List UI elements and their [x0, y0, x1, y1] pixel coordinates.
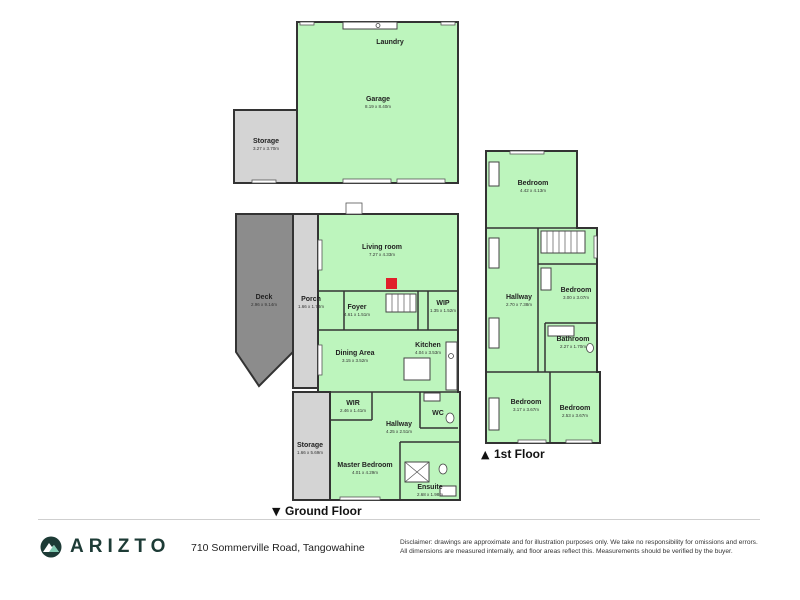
- room-name: Laundry: [376, 39, 404, 46]
- toilet-icon: [438, 463, 448, 475]
- bathtub: [547, 325, 575, 337]
- room-dims: 2.68 x 1.98m: [417, 492, 443, 497]
- room-dims: 8.19 x 8.40m: [365, 104, 391, 109]
- room-dims: 2.46 x 1.41m: [340, 408, 366, 413]
- room-dims: 1.35 x 1.52m: [430, 308, 456, 313]
- sink-icon: [375, 23, 381, 28]
- room-name: Storage: [253, 138, 279, 145]
- room-dims: 4.42 x 4.13m: [520, 188, 546, 193]
- french-doors-icon: [345, 202, 363, 215]
- toilet-icon: [586, 343, 594, 353]
- wardrobe: [488, 161, 500, 187]
- first-stairs: [540, 230, 586, 254]
- room-name: Living room: [362, 244, 402, 251]
- location-marker: [386, 278, 397, 289]
- room-dims: 3.00 x 3.07m: [563, 295, 589, 300]
- room-name: WIP: [436, 300, 450, 307]
- vanity: [423, 392, 441, 402]
- room-name: Bedroom: [560, 405, 591, 412]
- room-dims: 2.53 x 3.67m: [562, 413, 588, 418]
- room-name: Hallway: [386, 421, 412, 428]
- room-name: Bathroom: [556, 336, 589, 343]
- garage-block: [233, 21, 459, 184]
- room-dims: 7.27 x 4.33m: [369, 252, 395, 257]
- up-arrow-icon: ▲: [481, 448, 490, 461]
- room-dims: 4.04 x 3.53m: [415, 350, 441, 355]
- ensuite-vanity: [439, 485, 457, 497]
- room-name: Dining Area: [335, 350, 374, 357]
- disclaimer-line: Disclaimer: drawings are approximate and…: [400, 539, 758, 546]
- room-dims: 2.27 x 1.70m: [560, 344, 586, 349]
- room-dims: 4.01 x 4.29m: [352, 470, 378, 475]
- disclaimer: Disclaimer: drawings are approximate and…: [400, 538, 772, 556]
- room-name: Storage: [297, 442, 323, 449]
- room-name: Deck: [256, 294, 273, 301]
- floor-plan: Laundry Garage 8.19 x 8.40m Storage 3.27…: [233, 21, 601, 518]
- room-name: Hallway: [506, 294, 532, 301]
- room-dims: 2.70 x 7.38m: [506, 302, 532, 307]
- room-dims: 1.66 x 1.73m: [298, 304, 324, 309]
- room-name: Bedroom: [561, 287, 592, 294]
- room-name: WC: [432, 410, 444, 417]
- laundry-bench: [342, 21, 398, 30]
- ground-stairs: [385, 293, 417, 313]
- garage-shape: [296, 21, 459, 184]
- first-floor: [485, 150, 601, 444]
- room-name: Foyer: [347, 304, 366, 311]
- arizto-logo-icon: [40, 536, 62, 558]
- property-address: 710 Sommerville Road, Tangowahine: [191, 542, 365, 554]
- room-dims: 1.66 x 5.69m: [297, 450, 323, 455]
- wardrobe: [540, 267, 552, 291]
- storage-ground-shape: [292, 391, 331, 501]
- room-dims: 4.61 x 1.51m: [344, 312, 370, 317]
- wardrobe: [488, 397, 500, 431]
- toilet-icon: [445, 412, 455, 424]
- deck-shape: [235, 213, 294, 388]
- wardrobe: [488, 317, 500, 349]
- brand-name: ARIZTO: [70, 536, 171, 557]
- room-labels: Laundry Garage 8.19 x 8.40m Storage 3.27…: [251, 39, 591, 497]
- room-name: Ensuite: [417, 484, 442, 491]
- room-name: Porch: [301, 296, 321, 303]
- kitchen-island: [403, 357, 431, 381]
- ground-floor: [235, 202, 461, 501]
- brand-logo: ARIZTO: [40, 536, 170, 558]
- ground-floor-label: Ground Floor: [285, 504, 362, 518]
- room-name: Garage: [366, 96, 390, 103]
- disclaimer-line: All dimensions are measured internally, …: [400, 548, 733, 555]
- room-dims: 3.17 x 3.67m: [513, 407, 539, 412]
- room-name: Kitchen: [415, 342, 441, 349]
- sink-icon: [448, 353, 454, 359]
- room-dims: 3.27 x 3.70m: [253, 146, 279, 151]
- room-dims: 4.25 x 2.51m: [386, 429, 412, 434]
- down-arrow-icon: ▼: [272, 505, 281, 518]
- room-name: Bedroom: [511, 399, 542, 406]
- room-name: Master Bedroom: [337, 462, 392, 469]
- footer-divider: [38, 519, 760, 520]
- room-dims: 3.15 x 3.52m: [342, 358, 368, 363]
- first-floor-label: 1st Floor: [494, 447, 545, 461]
- room-dims: 2.96 x 9.14m: [251, 302, 277, 307]
- room-name: Bedroom: [518, 180, 549, 187]
- kitchen-bench: [445, 341, 458, 391]
- wardrobe: [488, 237, 500, 269]
- room-name: WIR: [346, 400, 360, 407]
